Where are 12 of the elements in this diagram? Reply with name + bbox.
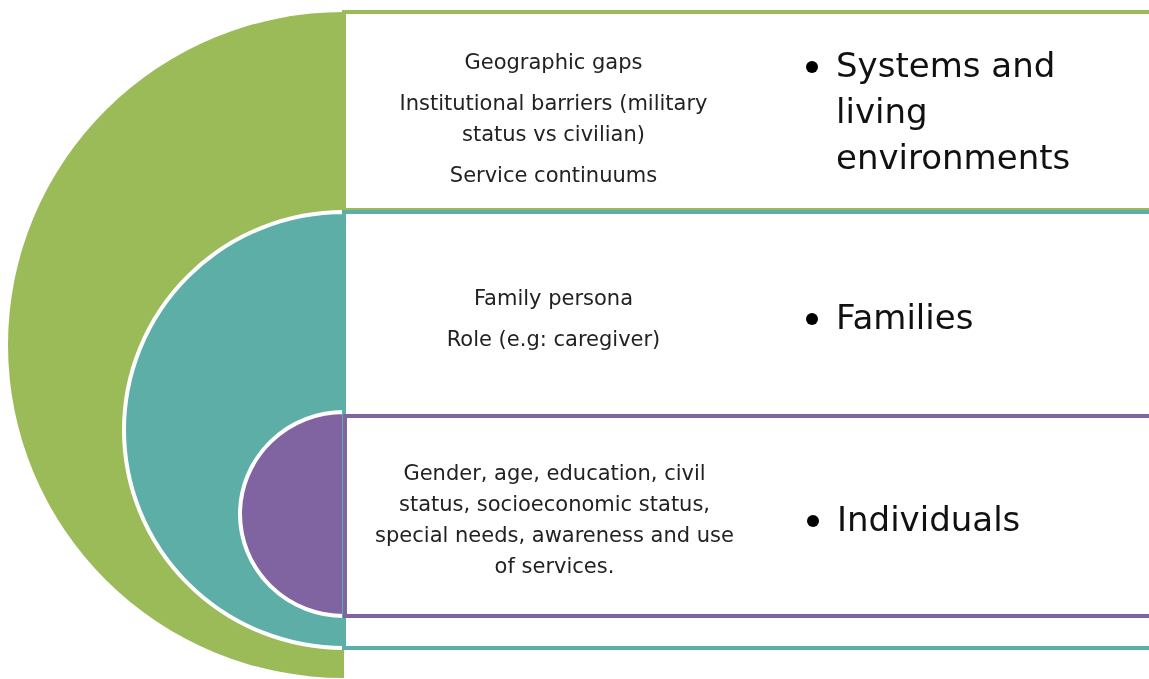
factor-text: Gender, age, education, civil status, socioeconomic status, special needs, awareness and use of services.	[374, 460, 735, 580]
category-band	[342, 10, 1149, 212]
factor-text: Role (e.g: caregiver)	[446, 326, 661, 353]
category-band	[342, 210, 1149, 650]
factor-text: Institutional barriers (military status vs civilian)	[398, 90, 709, 148]
category-band	[343, 414, 1149, 618]
category-label: Systems and living environments	[836, 44, 1072, 179]
category-label: Families	[836, 296, 974, 339]
factor-text: Service continuums	[449, 162, 658, 189]
category-label: Individuals	[837, 498, 1021, 541]
factor-text: Geographic gaps	[464, 49, 643, 76]
factor-text: Family persona	[473, 285, 634, 312]
